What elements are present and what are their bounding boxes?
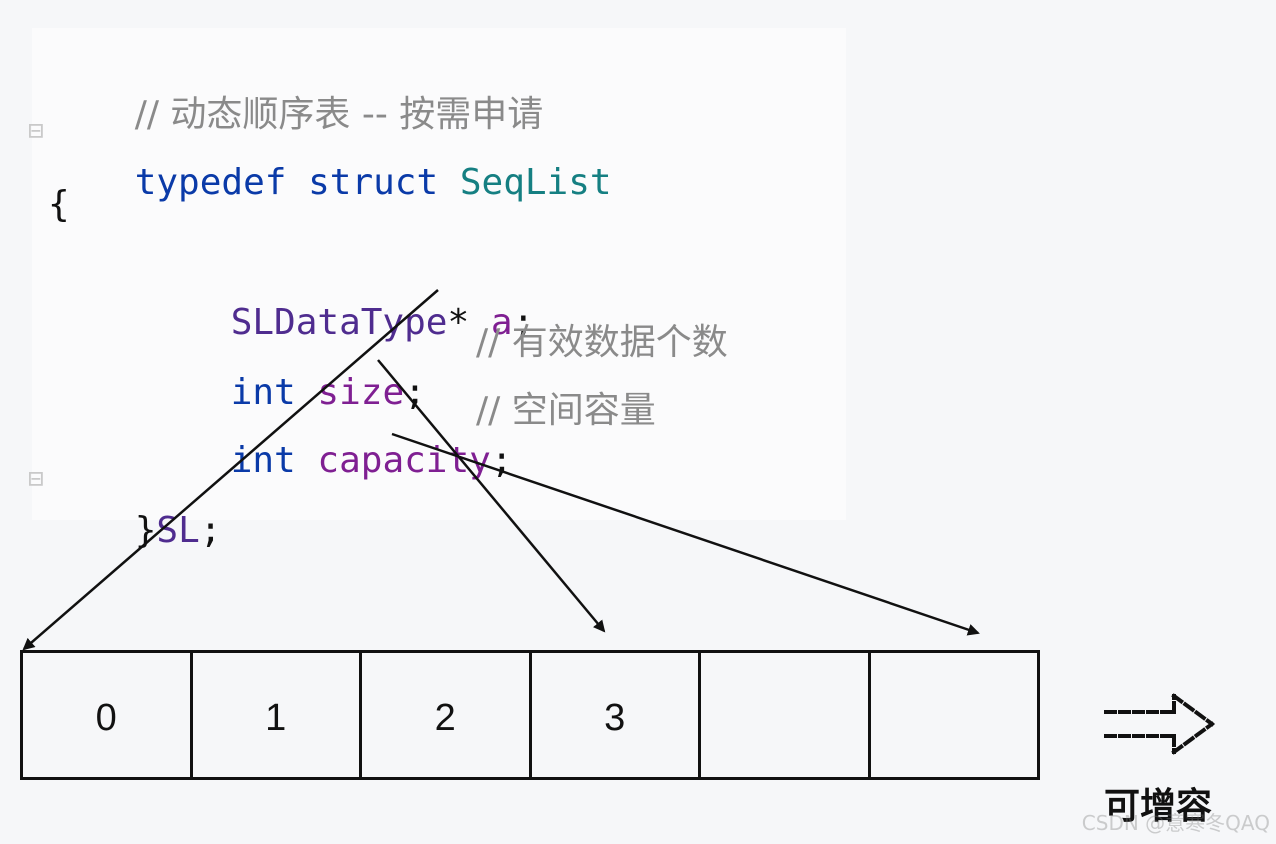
keyword-struct: struct (308, 162, 439, 203)
keyword-int: int (230, 440, 296, 481)
semicolon: ; (490, 440, 513, 481)
semicolon: ; (512, 302, 535, 343)
pointer-star: * (447, 302, 470, 343)
comment-text: // 动态顺序表 -- 按需申请 (134, 94, 544, 135)
fold-marker-icon: ⊟ (28, 464, 44, 494)
struct-name: SeqList (459, 162, 612, 203)
capacity-comment: // 空间容量 (476, 390, 656, 431)
code-panel: // 动态顺序表 -- 按需申请 ⊟ typedef struct SeqLis… (28, 28, 846, 551)
semicolon: ; (199, 510, 222, 551)
array-cell: 0 (23, 653, 193, 777)
member-capacity-line: int capacity; (144, 386, 513, 481)
fold-marker-icon: ⊟ (28, 116, 44, 146)
close-line: }SL; (48, 456, 222, 551)
size-comment: // 有效数据个数 (476, 322, 728, 363)
comment-line: // 动态顺序表 -- 按需申请 (48, 40, 544, 135)
typedef-line: typedef struct SeqList (48, 108, 612, 203)
dashed-arrow-right-icon (1104, 693, 1215, 755)
member-a-line: SLDataType* a; (144, 248, 535, 343)
array-cell: 2 (362, 653, 532, 777)
close-brace: } (134, 510, 157, 551)
array-cell (701, 653, 871, 777)
watermark: CSDN @意寒冬QAQ (1081, 811, 1270, 835)
alias-sl: SL (156, 510, 200, 551)
member-a: a (490, 302, 513, 343)
member-capacity: capacity (317, 440, 491, 481)
array-cells: 0 1 2 3 (20, 650, 1040, 780)
array-cell: 1 (193, 653, 362, 777)
open-brace: { (48, 184, 70, 225)
expand-label: 可增容 (1104, 786, 1213, 827)
keyword-typedef: typedef (134, 162, 287, 203)
array-cell: 3 (532, 653, 701, 777)
member-size-line: int size; (144, 318, 426, 413)
array-cell (871, 653, 1038, 777)
